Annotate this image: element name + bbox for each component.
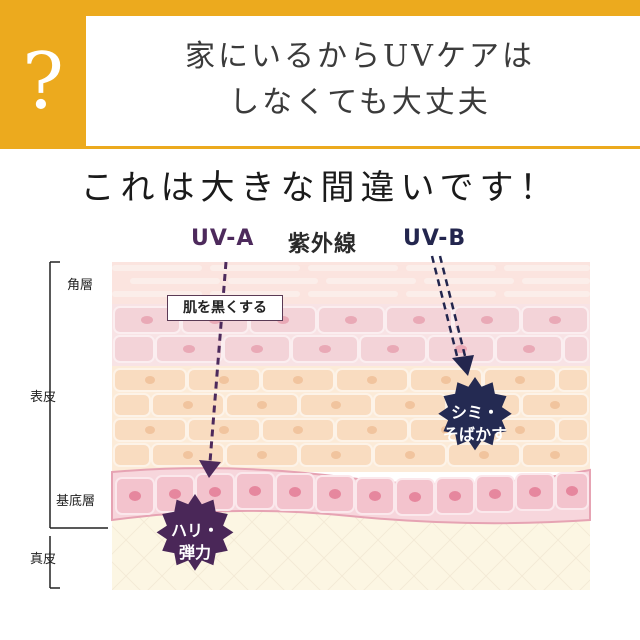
uva-label: UV-A [191, 226, 255, 251]
uva-badge-text: ハリ・ 弾力 [155, 520, 235, 564]
uva-effect-sign: 肌を黒くする [167, 295, 283, 321]
uva-badge-line-2: 弾力 [178, 543, 211, 562]
uv-title: 紫外線 [288, 232, 358, 257]
uva-arrow [208, 261, 228, 463]
uvb-badge-line-1: シミ・ [450, 403, 499, 422]
main-statement: これは大きな間違いです！ [80, 168, 560, 208]
uvb-badge-text: シミ・ そばかす [435, 402, 515, 446]
layer-label-dermis: 真皮 [30, 552, 57, 567]
uva-arrow-head [199, 460, 221, 478]
uvb-badge-line-2: そばかす [442, 425, 508, 444]
uva-effect-badge [156, 494, 234, 571]
question-box [0, 16, 86, 147]
layer-bracket [49, 261, 108, 589]
layer-label-stratum-corneum: 角層 [67, 278, 94, 293]
uva-badge-line-1: ハリ・ [170, 521, 219, 540]
headline: 家にいるからUVケアは しなくても大丈夫 [110, 34, 610, 126]
uvb-effect-badge [438, 377, 512, 451]
uvb-label: UV-B [403, 226, 467, 251]
question-mark-icon: ? [22, 36, 64, 127]
top-accent-bar [0, 0, 640, 16]
layer-label-basal: 基底層 [56, 494, 96, 509]
header-rule [0, 146, 640, 149]
headline-line-1: 家にいるからUVケアは [185, 39, 535, 74]
uvb-arrow [430, 255, 468, 361]
layer-label-epidermis: 表皮 [30, 390, 57, 405]
headline-line-2: しなくても大丈夫 [229, 85, 491, 120]
uvb-arrow-head [452, 355, 474, 376]
